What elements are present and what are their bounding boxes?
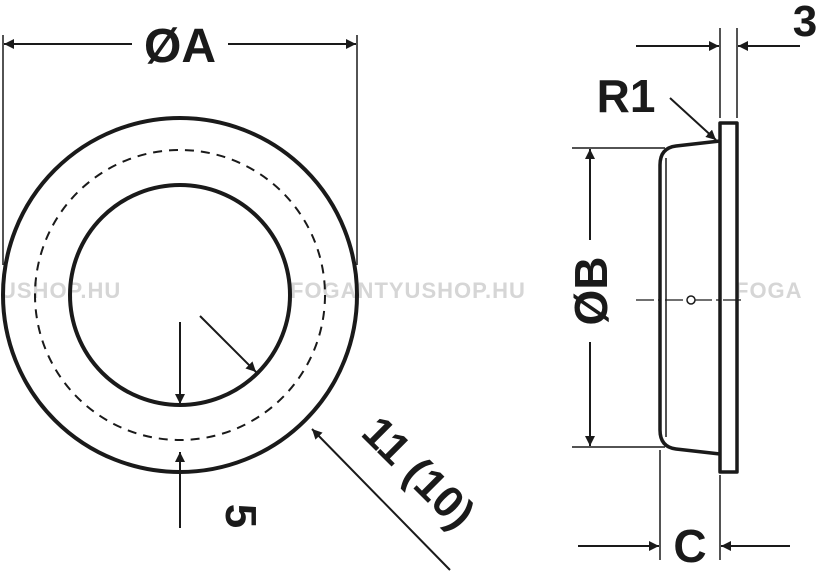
depth-label: C bbox=[673, 520, 706, 572]
radius-leader bbox=[669, 97, 717, 141]
hidden-ring bbox=[34, 149, 326, 441]
dia-b-label: ØB bbox=[565, 257, 617, 326]
watermark-right: FOGA bbox=[735, 278, 803, 303]
body-outline bbox=[658, 139, 721, 456]
center-hole bbox=[686, 295, 696, 305]
recess-label: 11 (10) bbox=[352, 407, 484, 539]
side-view bbox=[572, 28, 800, 560]
dia-a-label: ØA bbox=[144, 20, 216, 73]
watermark: USHOP.HU FOGANTYUSHOP.HU FOGA bbox=[0, 278, 803, 303]
watermark-center: FOGANTYUSHOP.HU bbox=[290, 278, 526, 303]
front-view bbox=[1, 35, 451, 571]
watermark-left: USHOP.HU bbox=[0, 278, 121, 303]
thickness-label: 3 bbox=[793, 0, 817, 46]
recess-leader bbox=[311, 428, 451, 571]
inner-ring bbox=[68, 183, 292, 407]
radius-label: R1 bbox=[597, 70, 656, 122]
center-arrow-diagonal bbox=[199, 315, 257, 373]
rim-width-label: 5 bbox=[216, 504, 265, 528]
flange-outline bbox=[718, 121, 739, 474]
